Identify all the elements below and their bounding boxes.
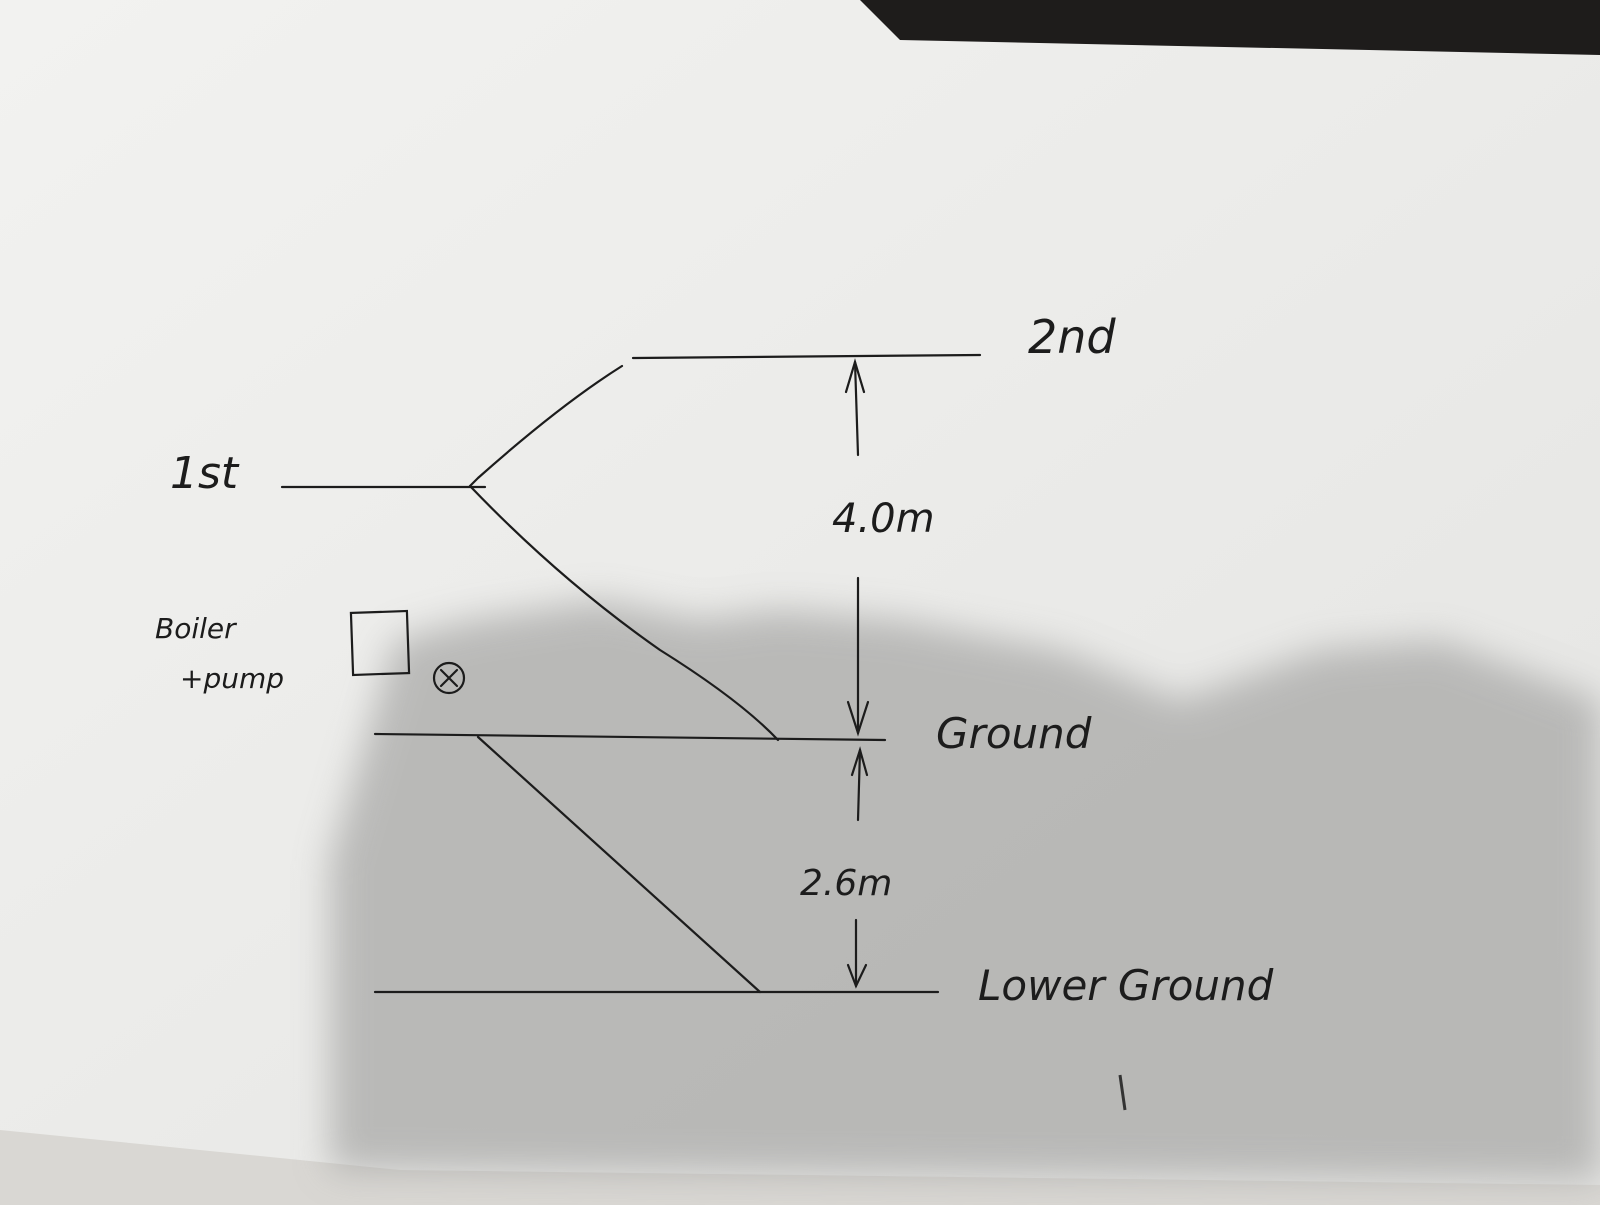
dimension-arrow-lower-top (856, 748, 862, 822)
dimension-label-lower: 2.6m (800, 863, 892, 904)
ink-mark (1118, 1074, 1127, 1111)
equipment-label-line1: Boiler (155, 612, 237, 645)
hand-shadow (330, 600, 1600, 1180)
equipment-label-line2: +pump (180, 662, 284, 695)
level-line-ground (373, 732, 887, 742)
level-label-first: 1st (170, 448, 240, 499)
arrow-head-down (846, 700, 870, 737)
level-line-second (631, 353, 982, 360)
arrow-head-up (844, 358, 866, 394)
dimension-label-upper: 4.0m (832, 496, 935, 542)
level-label-ground: Ground (936, 709, 1092, 758)
level-label-lower-ground: Lower Ground (978, 961, 1274, 1010)
boiler-box-icon (349, 609, 411, 677)
diagram-lines (280, 353, 982, 994)
stair-ground-to-first (468, 484, 780, 742)
stair-lower-to-ground (476, 735, 762, 994)
pump-cross-icon (439, 668, 459, 688)
level-label-second: 2nd (1028, 310, 1116, 364)
arrow-head-down (846, 963, 868, 989)
paper-edge (0, 1130, 1600, 1205)
stair-first-to-second (468, 364, 624, 488)
dimension-arrow-upper-top (853, 360, 860, 457)
arrow-head-up (850, 746, 869, 777)
pump-circle-icon (432, 661, 466, 695)
